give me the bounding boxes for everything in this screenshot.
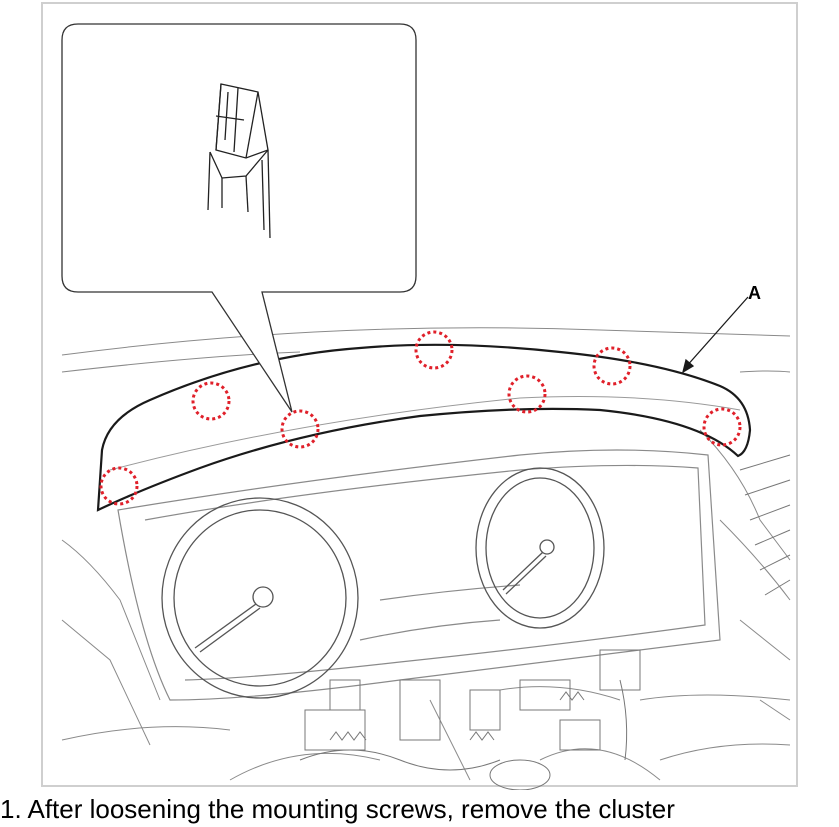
clip-marker [592, 346, 632, 386]
clip-marker [280, 409, 320, 449]
cluster-housing [117, 449, 721, 701]
gauge-right-icon [475, 467, 605, 629]
callout-label-a: A [748, 283, 761, 303]
figure-caption: 1. After loosening the mounting screws, … [0, 794, 675, 824]
side-vent [739, 454, 791, 596]
clip-markers [99, 330, 742, 506]
cluster-fascia-diagram [61, 23, 791, 790]
clip-marker [191, 381, 231, 421]
clip-marker [99, 466, 139, 506]
clip-detail-icon [207, 83, 271, 239]
dashboard-background [61, 327, 791, 781]
fascia-inner-lines [109, 396, 741, 471]
cluster-fascia-panel [96, 343, 752, 512]
clip-marker [414, 330, 454, 370]
gauge-left-icon [161, 497, 359, 699]
callout-arrow [681, 296, 749, 374]
detail-callout-bubble [61, 23, 417, 413]
clip-marker [702, 407, 742, 447]
lower-console [299, 649, 641, 790]
clip-marker [507, 374, 547, 414]
